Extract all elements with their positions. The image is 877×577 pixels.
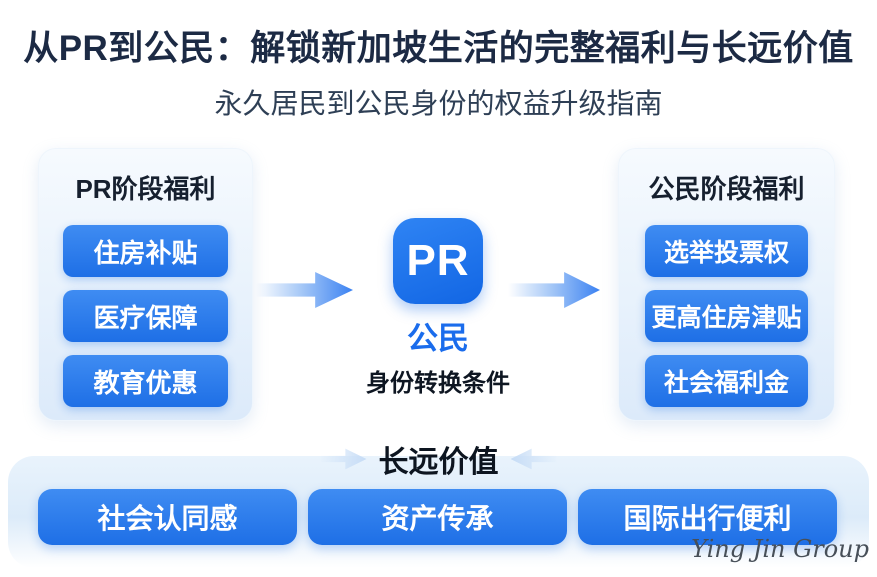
pr-stage-panel-title: PR阶段福利 (75, 174, 216, 204)
higher-housing-grant-button[interactable]: 更高住房津贴 (645, 290, 808, 342)
long-term-value-title-row: 长远价值 (0, 437, 877, 481)
watermark: Ying Jin Group (691, 535, 869, 563)
arrow-right-icon (320, 448, 367, 470)
medical-coverage-button[interactable]: 医疗保障 (63, 290, 228, 342)
pr-badge-icon: PR (393, 218, 483, 304)
arrow-left-icon (510, 448, 557, 470)
transition-center-group: PR 公民 身份转换条件 (338, 218, 538, 398)
pr-stage-panel: PR阶段福利 住房补贴 医疗保障 教育优惠 (38, 148, 253, 421)
housing-subsidy-button[interactable]: 住房补贴 (63, 225, 228, 277)
social-welfare-button[interactable]: 社会福利金 (645, 355, 808, 407)
transition-caption: 身份转换条件 (366, 370, 510, 397)
citizen-stage-panel-title: 公民阶段福利 (648, 174, 805, 204)
citizen-stage-panel: 公民阶段福利 选举投票权 更高住房津贴 社会福利金 (618, 148, 835, 421)
voting-rights-button[interactable]: 选举投票权 (645, 225, 808, 277)
citizen-label: 公民 (407, 321, 469, 356)
asset-inheritance-button[interactable]: 资产传承 (308, 489, 567, 545)
education-discount-button[interactable]: 教育优惠 (63, 355, 228, 407)
long-term-value-title: 长远价值 (378, 446, 499, 479)
citizen-stage-button-list: 选举投票权 更高住房津贴 社会福利金 (619, 225, 834, 407)
social-identity-button[interactable]: 社会认同感 (38, 489, 297, 545)
page-title: 从PR到公民：解锁新加坡生活的完整福利与长远价值 (23, 29, 854, 68)
page-subtitle: 永久居民到公民身份的权益升级指南 (214, 88, 663, 119)
international-travel-button[interactable]: 国际出行便利 (578, 489, 837, 545)
pr-stage-button-list: 住房补贴 医疗保障 教育优惠 (39, 225, 252, 407)
long-term-value-button-row: 社会认同感 资产传承 国际出行便利 (38, 489, 837, 545)
